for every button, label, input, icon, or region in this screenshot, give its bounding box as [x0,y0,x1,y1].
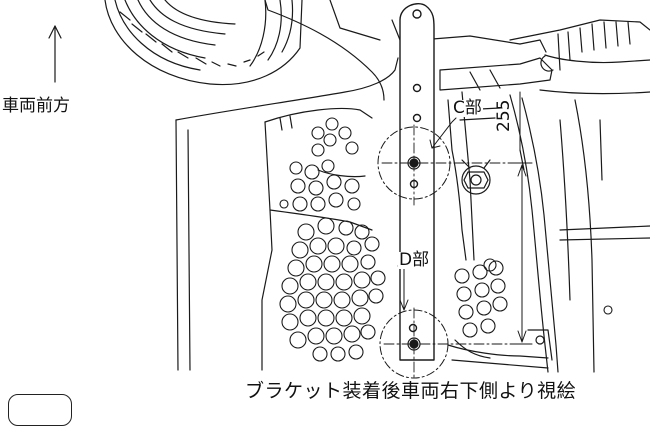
front-direction-label: 車両前方 [2,96,70,116]
drain-hole-cluster [279,117,613,362]
bolt-icon [461,159,491,195]
corner-frame [8,394,72,426]
front-direction-arrow-icon [48,25,62,83]
frame-rail [447,54,650,373]
fender-outline [175,0,401,371]
mount-bolt-icon [407,156,421,351]
part-c-label: C部 [452,98,483,118]
bracket-plate [399,2,435,361]
dimension-line [511,91,533,345]
part-d-label: D部 [398,250,431,270]
undercarriage-drawing [48,0,650,381]
leader-arrows [397,117,457,311]
figure-caption: ブラケット装着後車両右下側より視絵 [245,380,577,402]
inner-panel [261,107,373,371]
diagram-stage [48,0,650,381]
dimension-255-label: 255 [494,99,514,132]
tire-drawing [104,0,303,86]
suspension-parts [419,19,650,121]
